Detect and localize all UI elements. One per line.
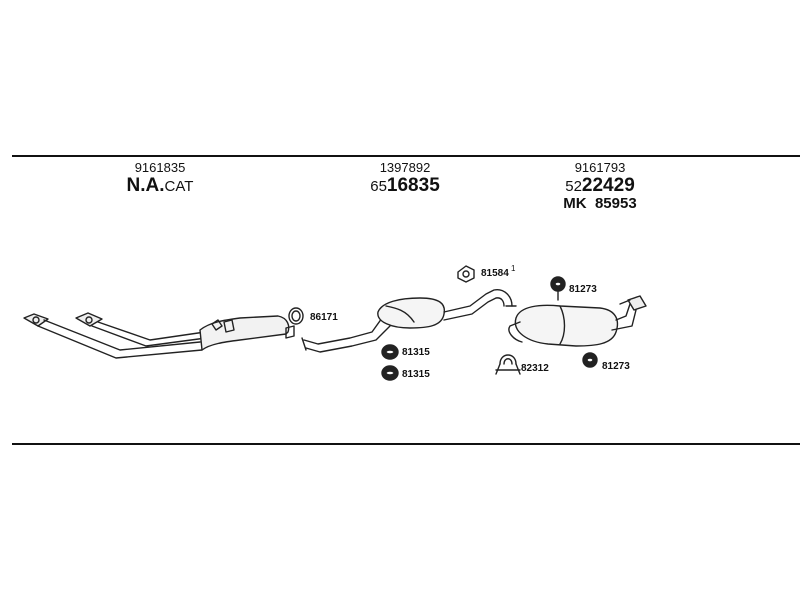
downpipe-left xyxy=(23,313,203,359)
label-hanger-top-mark: 1 xyxy=(511,264,516,273)
label-rubber-mount-rear-top: 81273 xyxy=(569,284,597,295)
top-divider xyxy=(12,155,800,157)
middle-part-number: 1397892 xyxy=(379,160,431,175)
hanger-top xyxy=(457,265,475,283)
rear-suffix: 22429 xyxy=(581,175,635,196)
middle-suffix: 16835 xyxy=(386,175,440,196)
intermediate-pipe xyxy=(301,317,391,353)
rubber-mount-2 xyxy=(381,365,399,381)
group-rear: 9161793 5222429 MK 85953 xyxy=(545,160,655,212)
front-suffix: CAT xyxy=(164,178,194,195)
label-clamp: 82312 xyxy=(521,363,549,374)
label-rubber-mount-rear-bottom: 81273 xyxy=(602,361,630,372)
front-prefix: N.A. xyxy=(126,175,165,196)
group-middle: 1397892 6516835 xyxy=(355,160,455,197)
label-rubber-mount-1: 81315 xyxy=(402,347,430,358)
rear-kit-prefix: MK xyxy=(563,195,587,212)
catalytic-converter xyxy=(199,315,295,351)
clamp xyxy=(495,354,521,375)
rubber-mount-1 xyxy=(381,344,399,360)
rubber-mount-rear-bottom xyxy=(582,352,598,368)
rear-part-number: 9161793 xyxy=(574,160,626,175)
rear-prefix: 52 xyxy=(565,178,582,195)
ring-seal xyxy=(288,307,304,325)
front-part-number: 9161835 xyxy=(134,160,186,175)
label-ring-seal: 86171 xyxy=(310,312,338,323)
middle-prefix: 65 xyxy=(370,178,387,195)
rubber-mount-rear-top xyxy=(550,276,566,301)
label-hanger-top: 81584 xyxy=(481,268,509,279)
label-rubber-mount-2: 81315 xyxy=(402,369,430,380)
downpipe-right xyxy=(75,312,207,347)
bottom-divider xyxy=(12,443,800,445)
group-front: 9161835 N.A.CAT xyxy=(110,160,210,197)
rear-silencer xyxy=(508,295,647,347)
middle-silencer xyxy=(377,289,517,329)
rear-kit-number: 85953 xyxy=(594,195,637,212)
